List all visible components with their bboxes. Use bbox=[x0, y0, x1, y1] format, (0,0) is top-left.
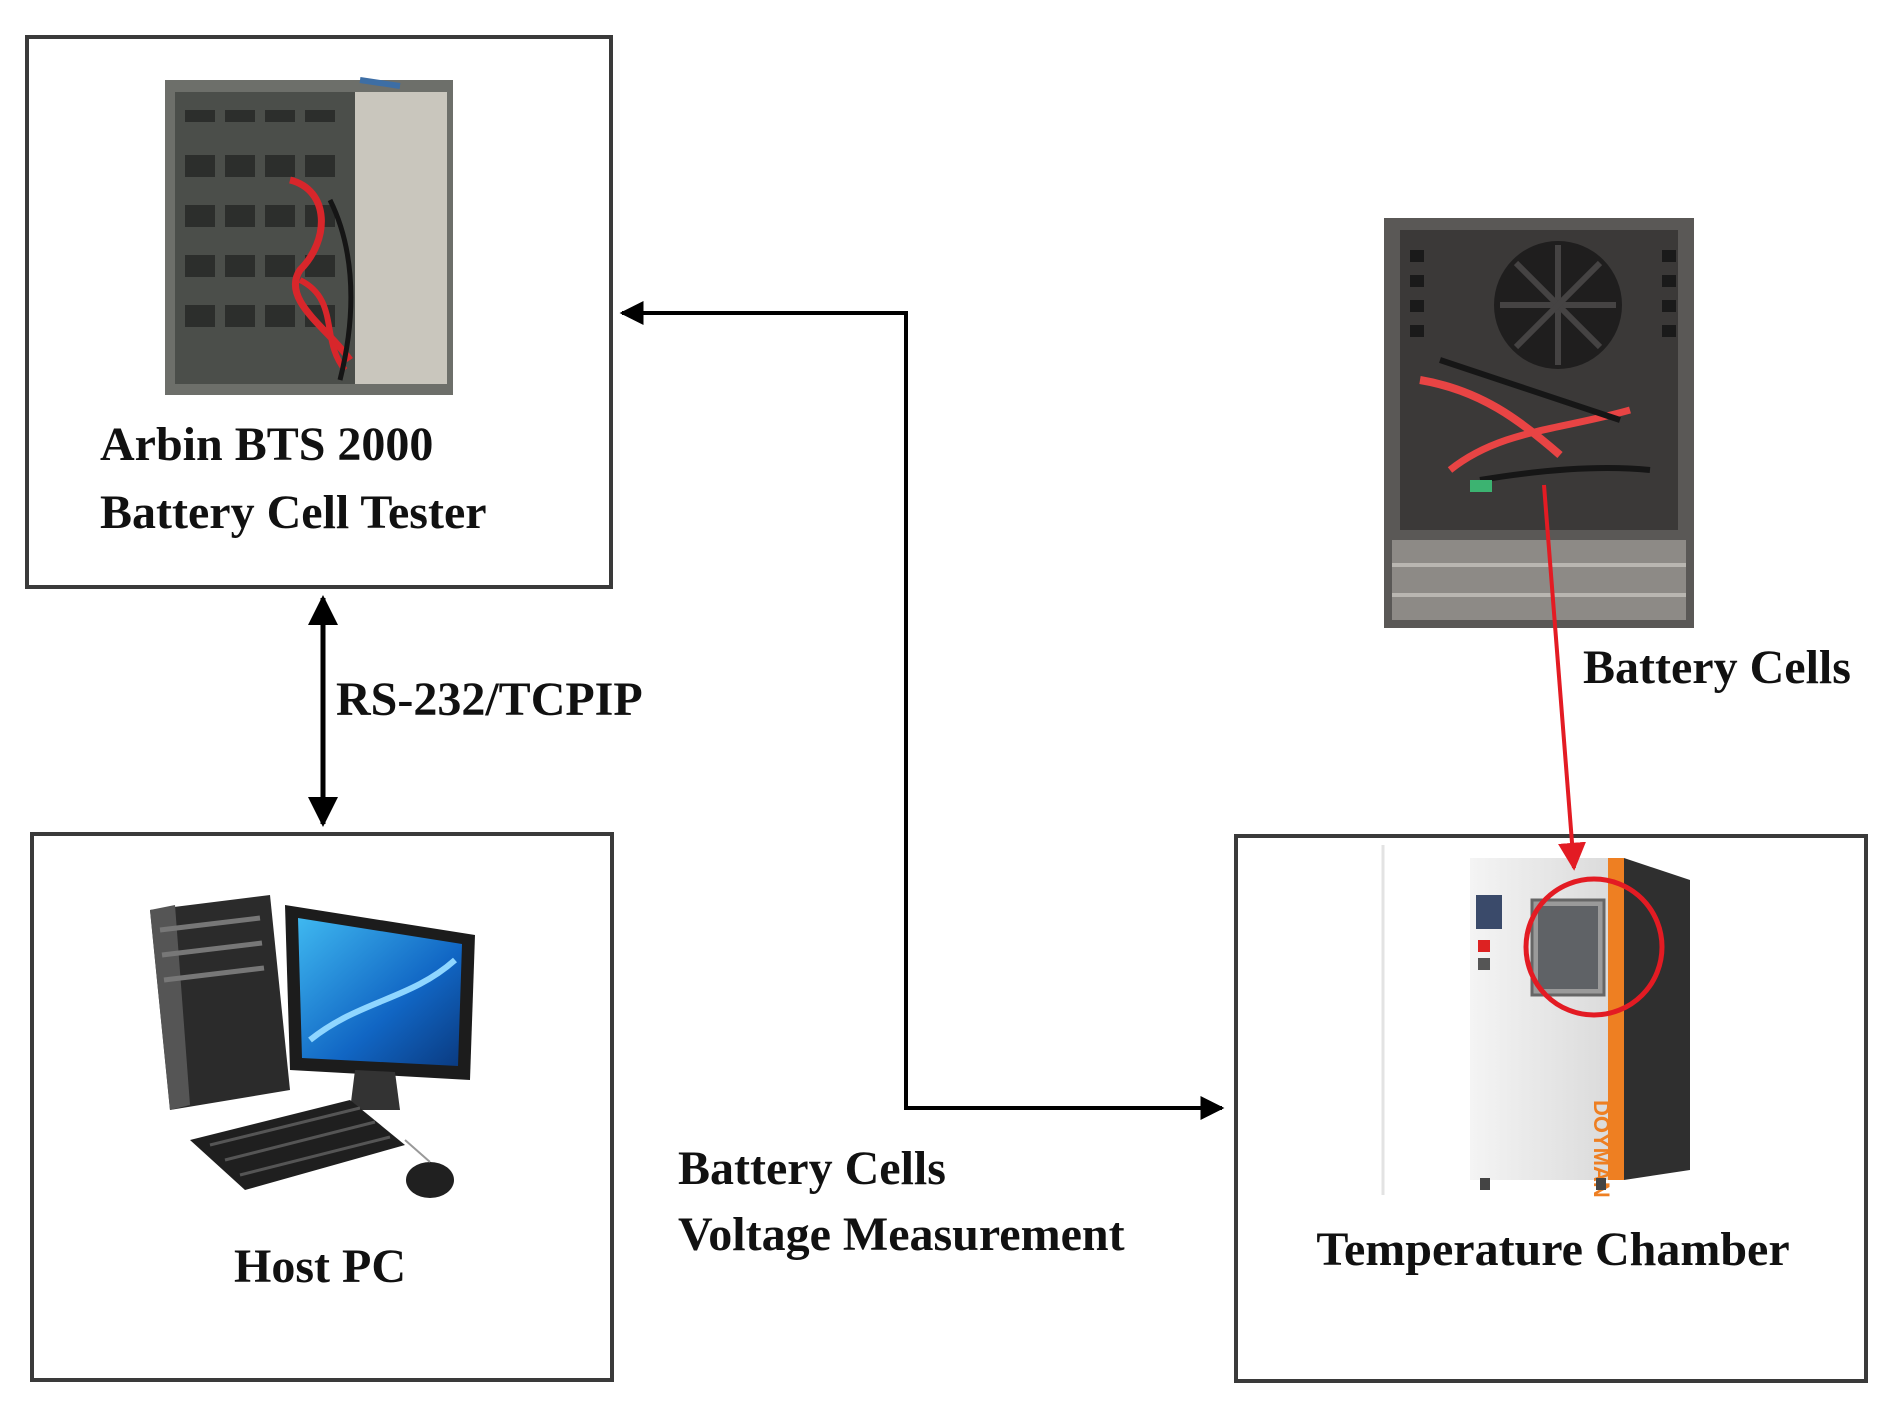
tester-label-line2: Battery Cell Tester bbox=[100, 486, 487, 539]
tester-label-line1: Arbin BTS 2000 bbox=[100, 418, 433, 471]
host-box: Host PC bbox=[30, 832, 614, 1382]
arbin-cabinet-image bbox=[165, 77, 453, 395]
measurement-link-arrow bbox=[619, 301, 1225, 1120]
chamber-door-highlight bbox=[1523, 876, 1665, 1018]
battery-cells-label: Battery Cells bbox=[1583, 641, 1851, 694]
chamber-box: DOYMAN Temperature Chamber bbox=[1234, 834, 1868, 1383]
battery-to-chamber-arrow bbox=[1542, 484, 1586, 871]
measurement-label-line1: Battery Cells bbox=[678, 1142, 946, 1195]
chamber-label: Temperature Chamber bbox=[1316, 1223, 1789, 1276]
battery-cells-image bbox=[1384, 218, 1694, 628]
host-pc-image bbox=[150, 895, 475, 1198]
tester-box: Arbin BTS 2000 Battery Cell Tester bbox=[25, 35, 613, 589]
host-pc-label: Host PC bbox=[234, 1240, 406, 1293]
rs232-link-label: RS-232/TCPIP bbox=[336, 673, 643, 726]
measurement-label-line2: Voltage Measurement bbox=[678, 1208, 1125, 1261]
temperature-chamber-image: DOYMAN bbox=[1381, 845, 1690, 1198]
